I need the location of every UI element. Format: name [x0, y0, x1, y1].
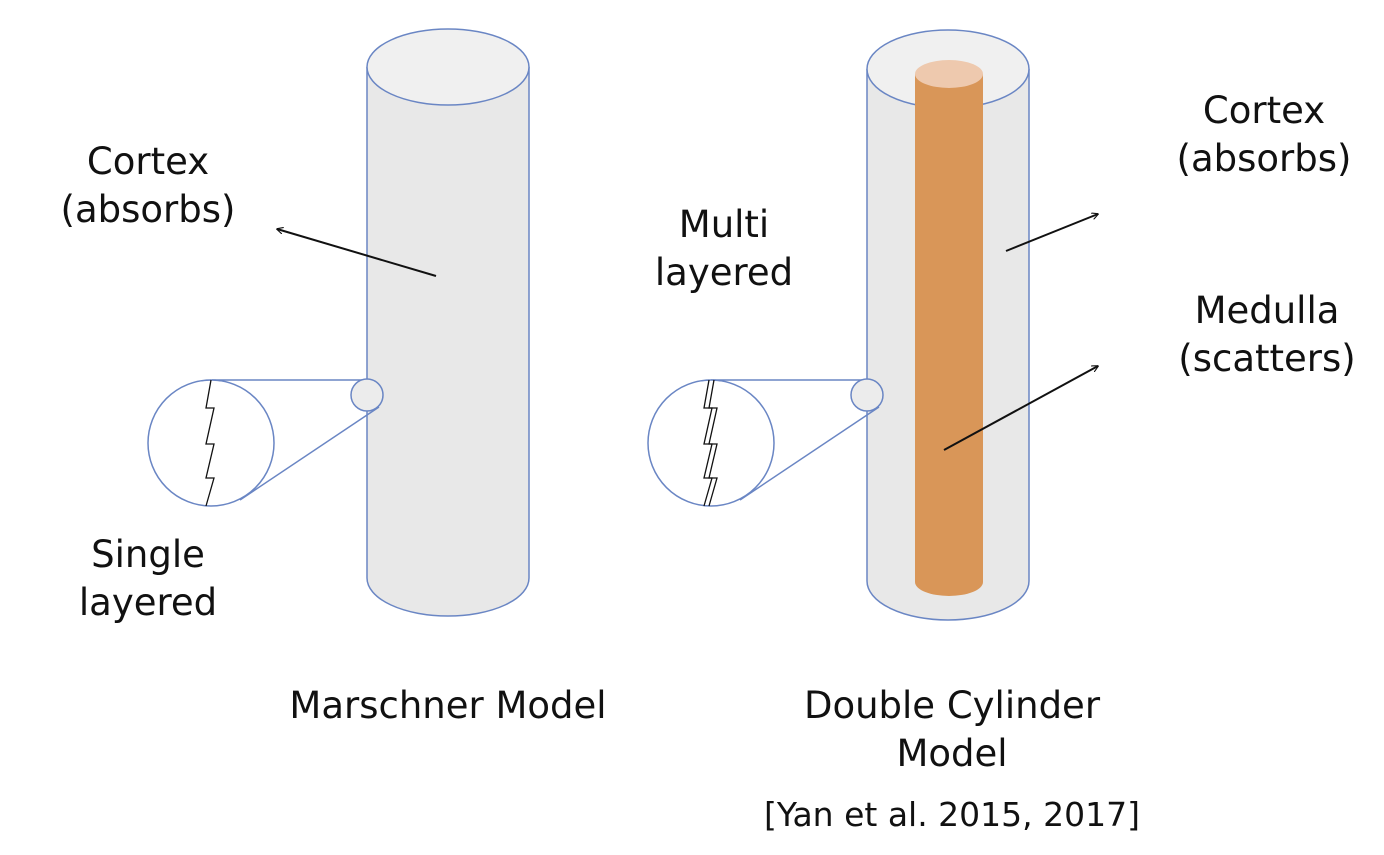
marschner-cortex-label-line1: Cortex — [86, 140, 210, 183]
medulla-label-line1: Medulla — [1194, 289, 1340, 332]
multi-layer-zoom-source — [850, 378, 884, 412]
single-layered-label: Single layered — [48, 531, 248, 627]
medulla-cylinder-body — [915, 74, 983, 596]
marschner-cortex-label: Cortex (absorbs) — [48, 138, 248, 234]
double-cylinder-cortex-arrow — [1005, 214, 1098, 252]
marschner-cylinder — [366, 28, 530, 617]
medulla-label-line2: (scatters) — [1178, 337, 1356, 380]
citation: [Yan et al. 2015, 2017] — [763, 795, 1141, 834]
marschner-cylinder-body — [366, 67, 530, 617]
single-layer-zoom-source — [350, 378, 384, 412]
marschner-model-title: Marschner Model — [289, 684, 607, 727]
double-cylinder — [866, 29, 1030, 621]
multi-layered-label-line1: Multi — [678, 203, 770, 246]
double-cylinder-cortex-label-line1: Cortex — [1202, 89, 1326, 132]
single-layered-label-line1: Single — [91, 533, 205, 576]
marschner-cortex-arrow — [277, 229, 437, 277]
marschner-cortex-label-line2: (absorbs) — [60, 188, 236, 231]
marschner-cylinder-top — [366, 28, 530, 106]
multi-layer-zoom-lens — [647, 379, 775, 507]
medulla-label: Medulla (scatters) — [1162, 287, 1372, 383]
medulla-cylinder-top — [915, 60, 983, 88]
double-cylinder-cortex-label-line2: (absorbs) — [1176, 137, 1352, 180]
double-cylinder-model-title-line2: Model — [896, 732, 1008, 775]
single-layer-zoom-icon — [147, 378, 384, 507]
double-cylinder-model-title: Double Cylinder Model — [752, 682, 1152, 778]
multi-layer-boundary-inner — [708, 379, 718, 507]
double-cylinder-model-title-line1: Double Cylinder — [803, 684, 1101, 727]
double-cylinder-cortex-label: Cortex (absorbs) — [1164, 87, 1364, 183]
single-layered-label-line2: layered — [78, 581, 218, 624]
multi-layered-label-line2: layered — [654, 251, 794, 294]
multi-layer-zoom-icon — [647, 378, 884, 507]
single-layer-boundary — [205, 379, 215, 507]
medulla-arrow — [943, 366, 1098, 451]
multi-layered-label: Multi layered — [624, 201, 824, 297]
